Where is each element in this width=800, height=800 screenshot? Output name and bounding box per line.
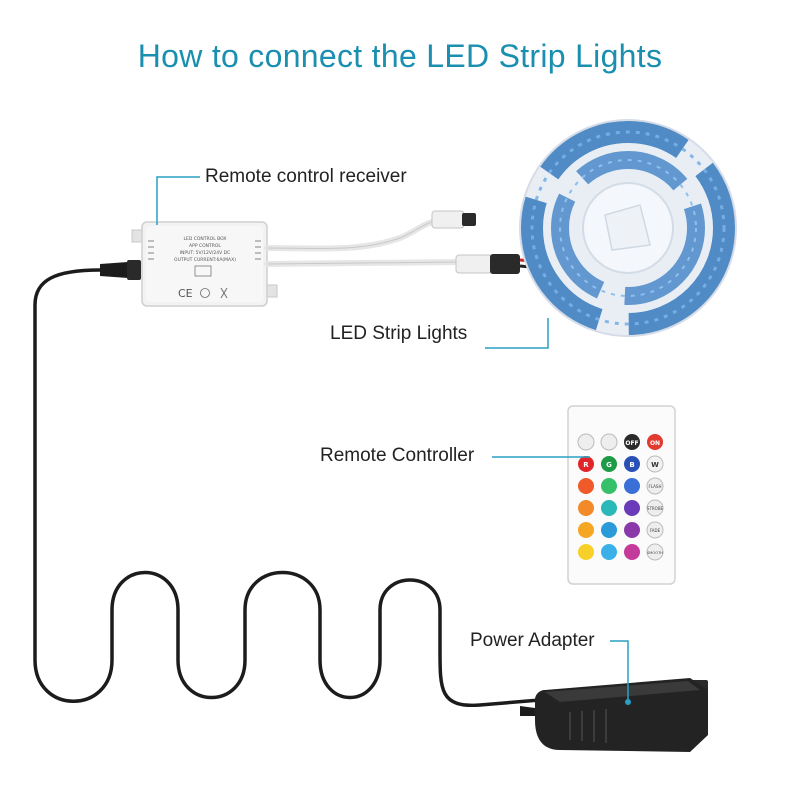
receiver-label: Remote control receiver [205,166,407,187]
certification-icon [200,288,210,298]
strip-label: LED Strip Lights [330,323,468,344]
adapter-label: Power Adapter [470,630,595,651]
green-button [601,456,617,472]
receiver-symbol [194,265,212,277]
strobe-label: STROBE [647,506,664,511]
remote-label: Remote Controller [320,445,475,466]
disposal-icon [220,287,228,299]
b-label: B [629,461,634,469]
brightness-up-button [577,433,595,451]
fade-label: FADE [650,528,661,533]
off-label: OFF [625,440,638,447]
led-strip-reel [519,119,737,337]
page-title: How to connect the LED Strip Lights [137,38,663,74]
receiver-leader [156,176,200,225]
brightness-down-button [600,433,618,451]
receiver-line-1: LED CONTROL BOX [184,236,227,242]
smooth-label: SMOOTH [647,551,663,555]
power-adapter [520,678,708,752]
blue-button [624,456,640,472]
ir-plug [431,210,476,229]
flash-label: FLASH [649,484,662,489]
receiver-line-2: APP CONTROL [189,243,221,249]
power-cable [33,268,542,708]
dc-plug [100,260,141,280]
strip-connector [455,254,581,274]
white-button [646,455,664,473]
leader-lines [156,176,629,702]
ir-wire [264,217,443,252]
on-button [647,434,663,450]
receiver-line-3: INPUT: 5V/12V/24V DC [180,250,231,256]
remote-controller: OFF ON R G B W FLASH STROBE FADE SMOOTH [567,405,676,585]
g-label: G [606,461,612,469]
off-button [624,434,640,450]
receiver-ce-mark: CE [178,287,193,300]
red-button [578,456,594,472]
strip-leader [485,318,549,349]
w-label: W [651,461,659,469]
adapter-leader-dot [625,699,631,705]
adapter-leader [610,640,629,702]
receiver-box: LED CONTROL BOX APP CONTROL INPUT: 5V/12… [131,221,278,307]
on-label: ON [650,440,660,447]
receiver-line-4: OUTPUT CURRENT:6A(MAX) [174,257,236,263]
r-label: R [583,461,589,469]
